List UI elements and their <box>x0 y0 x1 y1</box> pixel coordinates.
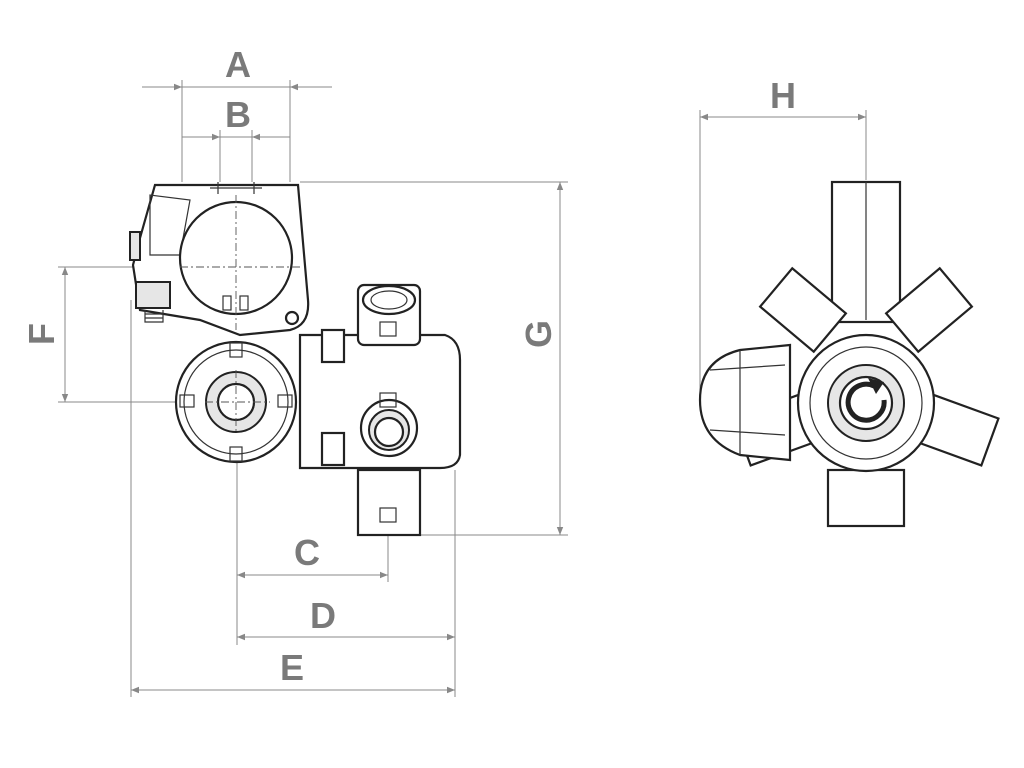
front-view <box>698 180 1000 528</box>
dimension-label-e: E <box>280 647 304 688</box>
side-view <box>129 182 462 537</box>
dimension-label-g: G <box>518 320 559 348</box>
dimension-label-a: A <box>225 44 251 85</box>
dimension-label-h: H <box>770 75 796 116</box>
dimension-label-b: B <box>225 94 251 135</box>
dimension-label-d: D <box>310 595 336 636</box>
dimension-label-c: C <box>294 532 320 573</box>
dimension-label-f: F <box>21 323 62 345</box>
